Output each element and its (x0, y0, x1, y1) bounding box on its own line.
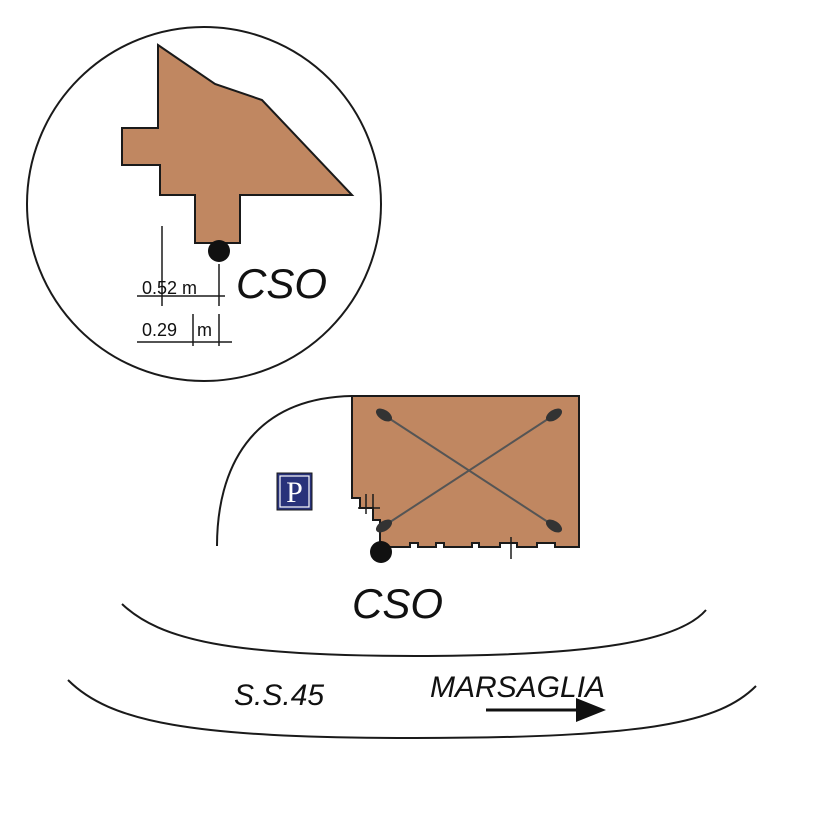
inset-cso-marker-icon (208, 240, 230, 262)
direction-label: MARSAGLIA (430, 671, 605, 704)
road-edge-lower (67, 679, 757, 740)
parking-lot-boundary (216, 395, 353, 547)
site-cso-marker-icon (370, 541, 392, 563)
inset-dimension-width-unit: m (197, 320, 212, 340)
road: S.S.45 MARSAGLIA (67, 603, 757, 740)
cross-end-markers (375, 408, 563, 533)
road-edge-upper (121, 603, 707, 658)
inset-dimension-height: 0.52 m (142, 278, 197, 298)
site-cso-label: CSO (352, 580, 443, 627)
inset-building-outline (121, 43, 355, 244)
building-wall-ticks (358, 494, 512, 559)
inset-zoom: 0.52 m 0.29 m CSO (26, 26, 382, 382)
inset-dimension-lines (137, 226, 232, 346)
arrow-right-icon (486, 698, 606, 722)
parking-sign-letter: P (286, 476, 303, 509)
site-area: P CSO (216, 395, 580, 627)
parking-sign-icon: P (276, 472, 313, 511)
inset-dimension-width-value: 0.29 (142, 320, 177, 340)
building-cross-lines (386, 416, 552, 525)
inset-cso-label: CSO (236, 260, 327, 307)
road-name-label: S.S.45 (234, 679, 324, 712)
